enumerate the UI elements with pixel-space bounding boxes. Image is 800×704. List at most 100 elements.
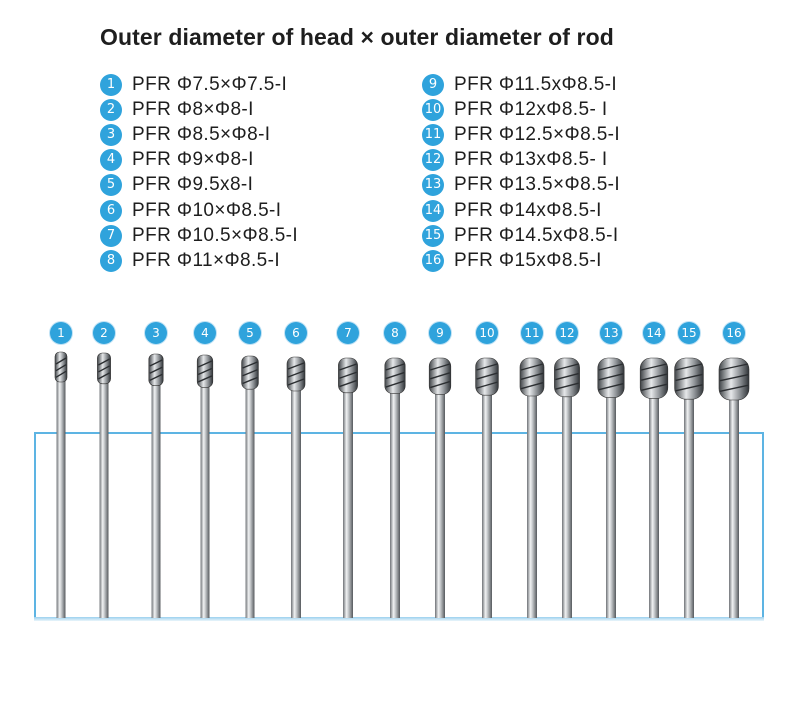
tool-flute xyxy=(197,367,213,376)
tool-flute xyxy=(598,363,624,371)
tool-flute xyxy=(520,381,544,390)
cutter-tool xyxy=(97,352,111,618)
tool-shank xyxy=(291,389,301,618)
tool-flute xyxy=(520,372,544,381)
spec-item: 9 PFR Φ11.5xΦ8.5-I xyxy=(422,72,620,97)
tool-number-badge: 11 xyxy=(521,322,543,344)
page-title: Outer diameter of head × outer diameter … xyxy=(100,24,614,50)
number-badge: 10 xyxy=(422,98,444,121)
tool-flute xyxy=(149,359,163,367)
tool-flute xyxy=(719,384,749,393)
tool-flute xyxy=(675,384,703,392)
tool-shank xyxy=(56,380,66,618)
tool-flute xyxy=(641,363,667,371)
cutter-tool xyxy=(286,356,306,618)
number-badge: 6 xyxy=(100,199,122,222)
number-badge: 8 xyxy=(100,249,122,272)
spec-text: PFR Φ10.5×Φ8.5-I xyxy=(132,224,299,246)
tool-number-badge: 13 xyxy=(600,322,622,344)
tool-flute xyxy=(98,365,110,373)
tool-flute xyxy=(287,378,305,386)
cutter-tool xyxy=(148,353,164,618)
tool-flute xyxy=(675,363,703,371)
tool-flute xyxy=(287,362,305,370)
number-badge: 1 xyxy=(100,73,122,96)
tool-flute xyxy=(55,364,67,372)
cutter-tool xyxy=(519,357,545,618)
tool-flute xyxy=(476,363,498,371)
tool-flute xyxy=(385,380,405,388)
number-badge: 3 xyxy=(100,123,122,146)
tool-flute xyxy=(55,370,67,378)
cutter-tool xyxy=(384,357,406,618)
tool-flute xyxy=(719,363,749,371)
spec-text: PFR Φ11×Φ8.5-I xyxy=(132,249,281,271)
tool-flute xyxy=(149,373,163,382)
tool-flute xyxy=(339,363,357,371)
tool-number-badge: 16 xyxy=(723,322,745,344)
tool-number-badge: 4 xyxy=(194,322,216,344)
spec-text: PFR Φ13xΦ8.5- I xyxy=(454,149,608,171)
tool-number-badge: 5 xyxy=(239,322,261,344)
spec-item: 1 PFR Φ7.5×Φ7.5-I xyxy=(100,72,298,97)
tool-number-badge: 8 xyxy=(384,322,406,344)
number-badge: 16 xyxy=(422,249,444,272)
tool-flute xyxy=(719,373,749,382)
cutter-tool xyxy=(718,357,750,618)
tool-flute xyxy=(555,363,579,371)
tool-number-badge: 10 xyxy=(476,322,498,344)
number-badge: 9 xyxy=(422,73,444,96)
tool-number-badge: 14 xyxy=(643,322,665,344)
spec-text: PFR Φ8×Φ8-I xyxy=(132,98,254,120)
tool-number-badge: 12 xyxy=(556,322,578,344)
spec-item: 2 PFR Φ8×Φ8-I xyxy=(100,97,298,122)
tool-flute xyxy=(385,371,405,380)
tool-flute xyxy=(287,370,305,378)
cutter-tool xyxy=(338,357,358,618)
tool-flute xyxy=(339,371,357,379)
tool-flute xyxy=(476,372,498,380)
tool-number-badge: 1 xyxy=(50,322,72,344)
cutter-tool xyxy=(196,354,214,618)
tool-flute xyxy=(197,360,213,368)
tool-shank xyxy=(390,391,400,618)
tool-number-badge: 9 xyxy=(429,322,451,344)
cutter-tool xyxy=(475,357,499,618)
tool-flute xyxy=(598,383,624,391)
tool-flute xyxy=(55,357,67,365)
spec-item: 8 PFR Φ11×Φ8.5-I xyxy=(100,248,298,273)
spec-text: PFR Φ12.5×Φ8.5-I xyxy=(454,123,621,145)
spec-text: PFR Φ11.5xΦ8.5-I xyxy=(454,73,618,95)
spec-item: 10 PFR Φ12xΦ8.5- I xyxy=(422,97,620,122)
tool-head xyxy=(554,357,580,398)
spec-text: PFR Φ12xΦ8.5- I xyxy=(454,98,608,120)
tool-shank xyxy=(200,385,210,618)
spec-item: 6 PFR Φ10×Φ8.5-I xyxy=(100,198,298,223)
cutter-tool xyxy=(639,357,669,618)
spec-text: PFR Φ7.5×Φ7.5-I xyxy=(132,73,288,95)
container-base xyxy=(34,617,764,621)
tool-flute xyxy=(385,363,405,371)
tool-flute xyxy=(520,363,544,371)
tool-flute xyxy=(429,363,451,371)
tool-shank xyxy=(649,396,659,618)
cutter-tool xyxy=(554,357,580,618)
tool-shank xyxy=(245,387,255,618)
number-badge: 14 xyxy=(422,199,444,222)
tool-shank xyxy=(99,381,109,618)
number-badge: 2 xyxy=(100,98,122,121)
tool-flute xyxy=(242,369,258,377)
tool-number-badge: 6 xyxy=(285,322,307,344)
tool-number-badge: 3 xyxy=(145,322,167,344)
tool-flute xyxy=(476,381,498,389)
tool-shank xyxy=(606,395,616,618)
spec-text: PFR Φ10×Φ8.5-I xyxy=(132,199,282,221)
spec-text: PFR Φ9.5x8-I xyxy=(132,174,254,196)
tool-shank xyxy=(684,397,694,618)
